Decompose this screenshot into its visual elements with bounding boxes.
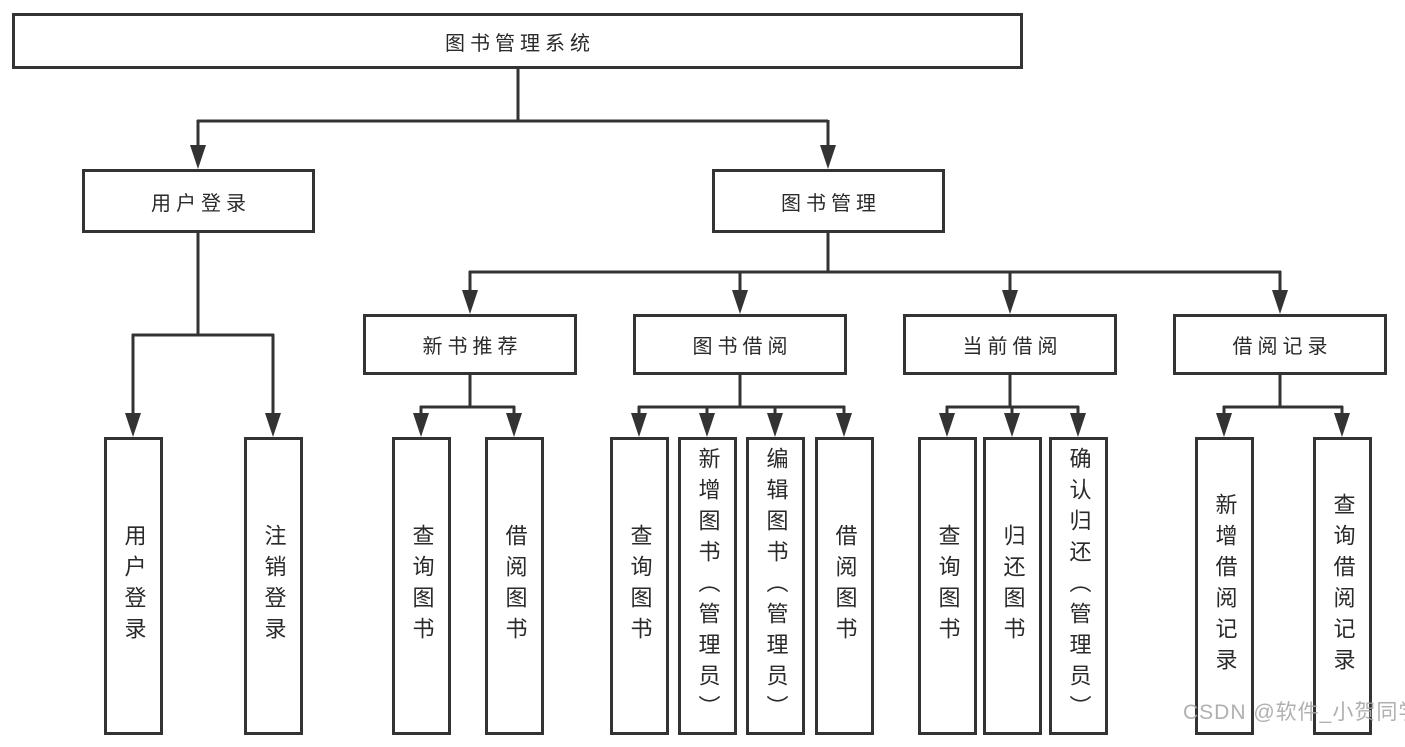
node-leaf-add-books-admin: 新增图书（管理员） bbox=[678, 437, 737, 735]
connector-current-borrowing-branch bbox=[939, 375, 1086, 437]
node-leaf-query-books-2: 查询图书 bbox=[610, 437, 669, 735]
node-leaf-return-books: 归还图书 bbox=[983, 437, 1042, 735]
node-leaf-add-borrow-record: 新增借阅记录 bbox=[1195, 437, 1254, 735]
node-leaf-user-login: 用户登录 bbox=[104, 437, 163, 735]
node-leaf-query-borrow-record: 查询借阅记录 bbox=[1313, 437, 1372, 735]
csdn-watermark: CSDN @软件_小贺同学 bbox=[1183, 701, 1405, 724]
node-leaf-borrow-books-2: 借阅图书 bbox=[815, 437, 874, 735]
node-book-management: 图书管理 bbox=[712, 169, 945, 233]
node-leaf-query-books-1: 查询图书 bbox=[392, 437, 451, 735]
node-leaf-query-books-3: 查询图书 bbox=[918, 437, 977, 735]
connector-new-book-recommend-branch bbox=[413, 375, 522, 437]
node-current-borrowing: 当前借阅 bbox=[903, 314, 1117, 375]
node-leaf-logout: 注销登录 bbox=[244, 437, 303, 735]
node-book-borrowing: 图书借阅 bbox=[633, 314, 847, 375]
connector-book-borrowing-branch bbox=[631, 375, 852, 437]
connector-user-login-branch bbox=[125, 233, 281, 437]
node-leaf-edit-books-admin: 编辑图书（管理员） bbox=[746, 437, 805, 735]
node-root-library-system: 图书管理系统 bbox=[12, 13, 1023, 69]
connector-borrow-records-branch bbox=[1216, 375, 1350, 437]
node-user-login: 用户登录 bbox=[82, 169, 315, 233]
connector-root-to-level2 bbox=[190, 69, 836, 169]
node-leaf-borrow-books-1: 借阅图书 bbox=[485, 437, 544, 735]
node-borrow-records: 借阅记录 bbox=[1173, 314, 1387, 375]
node-leaf-confirm-return-admin: 确认归还（管理员） bbox=[1049, 437, 1108, 735]
node-new-book-recommend: 新书推荐 bbox=[363, 314, 577, 375]
connector-book-management-branch bbox=[462, 233, 1288, 314]
